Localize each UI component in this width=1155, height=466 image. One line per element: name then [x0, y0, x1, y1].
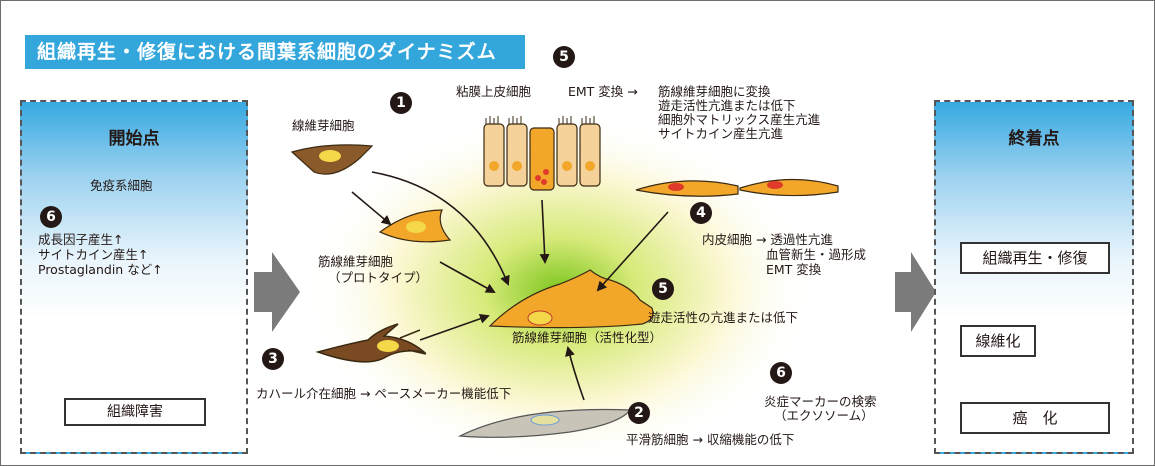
emt-label: EMT 変換 →	[568, 84, 638, 99]
endothelial-label: 内皮細胞 → 透過性亢進	[702, 232, 833, 247]
cajal-label: カハール介在細胞 → ペースメーカー機能低下	[256, 386, 512, 401]
number-badge-3: 3	[262, 348, 284, 370]
emt-effect-4: サイトカイン産生亢進	[658, 126, 784, 141]
number-badge-5-mid: 5	[652, 278, 674, 300]
arrow-fibroblast-to-proto	[351, 191, 392, 226]
emt-effect-3: 細胞外マトリックス産生亢進	[658, 112, 821, 127]
arrow-proto-to-activated	[439, 261, 496, 293]
factor-item-cytokine: サイトカイン産生↑	[38, 247, 149, 262]
cancer-box: 癌 化	[960, 402, 1110, 434]
immune-label: 免疫系細胞	[90, 178, 153, 193]
proto-label-line2: （プロトタイプ）	[328, 270, 429, 285]
start-panel-title: 開始点	[108, 129, 160, 149]
end-panel: 終着点	[934, 100, 1134, 454]
factor-item-prostaglandin: Prostaglandin など↑	[38, 262, 163, 277]
endothelial-effect-1: 血管新生・過形成	[766, 247, 867, 262]
number-badge-4: 4	[690, 202, 712, 224]
arrow-cajal-to-activated	[419, 313, 490, 341]
big-arrow-left	[254, 252, 300, 332]
emt-effect-2: 遊走活性亢進または低下	[658, 98, 796, 113]
diagram-title: 組織再生・修復における間葉系細胞のダイナミズム	[25, 35, 525, 69]
number-badge-2: 2	[628, 402, 650, 424]
emt-effect-1: 筋線維芽細胞に変換	[658, 84, 771, 99]
marker-label-line2: （エクソソーム）	[774, 408, 874, 423]
end-panel-title: 終着点	[1008, 129, 1060, 149]
proto-label-line1: 筋線維芽細胞	[318, 254, 394, 269]
number-badge-1: 1	[390, 92, 412, 114]
start-panel: 開始点	[20, 100, 248, 454]
injury-box: 組織障害	[64, 398, 206, 426]
arrow-epithelial-to-activated	[539, 199, 550, 264]
fibroblast-label: 線維芽細胞	[292, 118, 355, 133]
big-arrow-right	[895, 252, 936, 332]
arrow-fibroblast-to-activated	[371, 171, 510, 286]
migration-label: 遊走活性の亢進または低下	[648, 310, 799, 325]
cajal-cell	[315, 323, 427, 363]
endothelial-cells	[635, 178, 839, 197]
epithelial-cells	[483, 116, 601, 191]
fibrosis-box: 線維化	[960, 325, 1036, 357]
endothelial-effect-2: EMT 変換	[766, 262, 822, 277]
activated-myofibroblast-label: 筋線維芽細胞（活性化型）	[512, 330, 663, 345]
factor-item-growth: 成長因子産生↑	[38, 232, 124, 247]
regeneration-box: 組織再生・修復	[960, 242, 1110, 274]
arrow-smooth-to-activated	[565, 346, 585, 401]
number-badge-6-center: 6	[770, 362, 792, 384]
number-badge-5-top: 5	[553, 46, 575, 68]
epithelial-label: 粘膜上皮細胞	[456, 84, 532, 99]
smooth-muscle-label: 平滑筋細胞 → 収縮機能の低下	[626, 432, 795, 447]
marker-label-line1: 炎症マーカーの検索	[764, 394, 877, 409]
arrow-endothelial-to-activated	[596, 211, 669, 292]
number-badge-6-start: 6	[40, 206, 62, 228]
